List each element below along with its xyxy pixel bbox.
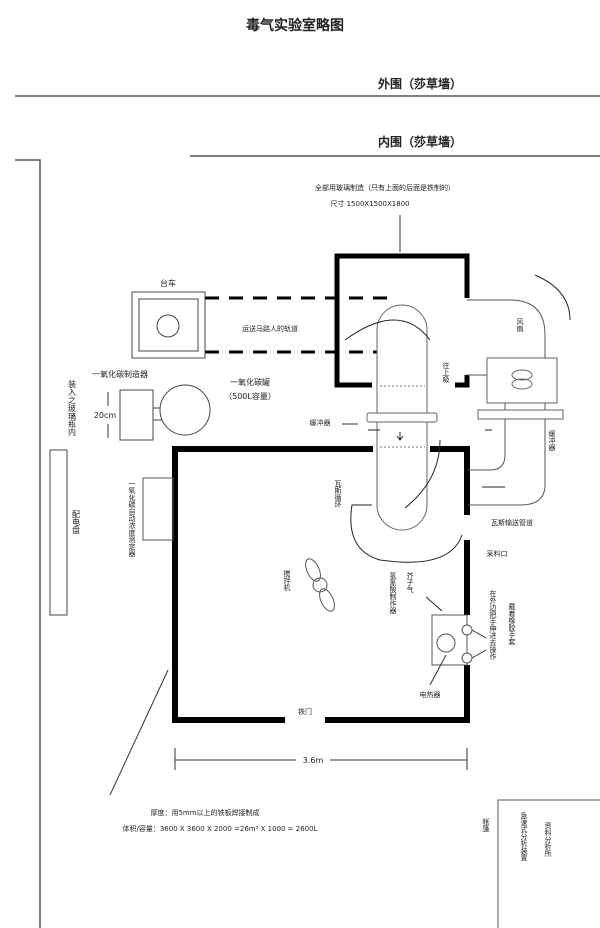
co-generator — [119, 389, 154, 441]
left-wall — [15, 159, 41, 928]
buffer-right-label: 缓冲器 — [548, 429, 556, 452]
flow-arrow-circle — [404, 439, 441, 509]
sampling-port-label: 采料口 — [487, 549, 508, 558]
exhaust-arrow — [534, 274, 571, 321]
inner-wall-label: 内围（莎草墙） — [378, 134, 462, 149]
co-tank-capacity: （500L容量） — [224, 391, 276, 401]
co-tank — [159, 384, 211, 436]
gas-circulation-loop — [350, 504, 463, 563]
glass-box-size: 尺寸 1500X1500X1800 — [330, 199, 409, 208]
buffer-left — [366, 412, 438, 423]
cart — [131, 291, 206, 359]
pointer-line-thickness — [109, 669, 169, 796]
analysis-office-label: 资料分析所 — [544, 821, 552, 858]
co-meter-box — [142, 477, 174, 541]
hands-outside-label: 在外边把手伸进去操作 — [489, 589, 497, 661]
cart-wheel — [156, 314, 180, 338]
width-dimension-label: 3.6m — [303, 756, 324, 765]
glass-box-material: 全部用玻璃制造（只有上面的后面是铁制的） — [315, 183, 455, 192]
fan-icon — [511, 369, 533, 381]
flow-arrow-top — [344, 319, 431, 341]
switchboard-box — [49, 449, 68, 616]
suck-up-label: 往上吸 — [442, 361, 450, 384]
outer-wall-label: 外围（莎草墙） — [378, 76, 462, 91]
mixer-icon — [312, 577, 328, 593]
gas-circulation-label: 瓦斯循环 — [334, 480, 342, 509]
iron-door-label: 铁门 — [298, 707, 312, 716]
heater-icon — [436, 633, 456, 653]
hcn-maker-label: 氢氰酸制作器 — [389, 571, 397, 615]
thickness-note: 厚度：用5mm以上的铁板焊接制成 — [150, 808, 259, 817]
cart-inner — [138, 298, 199, 352]
glove-port-bottom[interactable] — [461, 652, 473, 664]
co-tank-label: 一氧化碳罐 — [230, 377, 270, 387]
heater-label: 电热器 — [420, 690, 441, 699]
co-meter-label: 一氧化碳自动浓度测定器 — [128, 480, 136, 558]
co-generator-label: 一氧化碳制造器 — [92, 369, 148, 379]
mustard-label: 芥子气 — [406, 571, 414, 593]
main-room-walls — [172, 446, 470, 723]
diagram-title: 毒气实验室略图 — [246, 17, 344, 34]
glass-box — [334, 253, 470, 388]
glass-bottle-label: 装入之玻璃瓶内 — [68, 379, 77, 437]
mixer-label: 搅拌机 — [283, 569, 291, 592]
down-arrow — [396, 432, 404, 441]
analysis-building — [497, 799, 600, 928]
buffer-right — [477, 409, 564, 420]
tent-label: 帐篷 — [482, 817, 490, 833]
buffer-left-label: 缓冲器 — [310, 418, 331, 427]
gas-duct-label: 瓦斯输送管道 — [491, 518, 533, 527]
switchboard-label: 配电盘 — [72, 510, 81, 534]
cart-label: 台车 — [160, 278, 176, 288]
volume-note: 体积/容量：3600 X 3600 X 2000 =26m³ X 1000 = … — [122, 824, 317, 833]
fan-label: 风扇 — [516, 318, 524, 333]
rubber-gloves-label: 戴着橡胶手套 — [508, 602, 516, 646]
rapid-analyzer-label: 急速式分析装置 — [520, 811, 528, 861]
glove-port-top[interactable] — [461, 624, 473, 636]
track-label: 运送马路人的轨道 — [242, 324, 298, 333]
dim-20cm-label: 20cm — [94, 411, 117, 420]
